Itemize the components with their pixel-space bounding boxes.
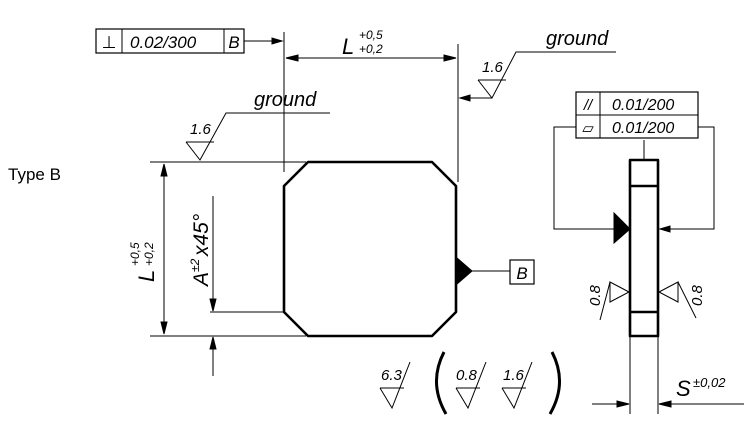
type-label: Type B <box>8 165 61 184</box>
leader-arrow-right-icon <box>658 225 671 233</box>
thickness-dimension: S ±0,02 <box>592 375 744 408</box>
datum-b-marker: B <box>456 256 535 286</box>
thickness-tol: ±0,02 <box>693 375 726 390</box>
fcf-tolerance: 0.02/300 <box>130 33 197 52</box>
perpendicularity-icon: ⊥ <box>102 33 117 52</box>
dim-arrow-left-icon <box>285 54 299 62</box>
left-parenthesis <box>434 351 448 415</box>
surface-finish-top: 1.6 ground <box>477 28 616 99</box>
datum-flag-icon <box>613 211 631 245</box>
parallelism-icon: // <box>583 97 594 114</box>
left-length-dimension: L +0,5 +0,2 <box>128 161 306 337</box>
chamfer-dimension: A ±2 x45° <box>188 196 284 376</box>
thickness-arrow-right-icon <box>616 400 630 408</box>
chamfer-tol: ±2 <box>188 258 202 272</box>
general-surface-finish: 6.3 0.8 1.6 <box>379 351 562 415</box>
flatness-icon: ▱ <box>582 120 594 137</box>
top-feature-control-frame: ⊥ 0.02/300 B <box>95 28 284 54</box>
thickness-base: S <box>676 376 691 401</box>
chamfer-arrow-up-icon <box>209 336 217 350</box>
svg-text:0.8: 0.8 <box>689 284 706 306</box>
finish-inner2: 1.6 <box>501 361 533 410</box>
dim-top-base: L <box>342 34 354 59</box>
finish-side-right: 0.8 <box>657 281 706 319</box>
datum-triangle-icon <box>456 256 473 286</box>
svg-text:0.8: 0.8 <box>456 367 478 384</box>
side-view: // 0.01/200 ▱ 0.01/200 0.8 <box>553 91 744 414</box>
finish-top-value: 1.6 <box>482 59 504 76</box>
fcf-border <box>95 28 245 54</box>
dim-left-base: L <box>134 270 159 282</box>
right-feature-control-frame: // 0.01/200 ▱ 0.01/200 <box>575 91 699 139</box>
dim-top-lower: +0,2 <box>359 42 383 56</box>
dim-left-lower: +0,2 <box>142 242 156 266</box>
right-parenthesis <box>548 351 562 415</box>
dim-arrow-right-icon <box>443 54 457 62</box>
finish-left-note: ground <box>254 89 317 111</box>
dim-arrow-down-icon <box>160 321 168 335</box>
svg-text:6.3: 6.3 <box>381 367 403 384</box>
top-length-dimension: L +0,5 +0,2 <box>283 28 492 182</box>
witness-arrow-icon <box>458 94 471 102</box>
dim-left-upper: +0,5 <box>128 242 142 266</box>
chamfer-arrow-down-icon <box>209 298 217 312</box>
finish-inner1: 0.8 <box>455 361 487 410</box>
finish-main: 6.3 <box>379 361 411 410</box>
datum-label: B <box>516 264 527 283</box>
chamfer-base: A <box>190 272 213 288</box>
svg-text:0.8: 0.8 <box>587 284 604 306</box>
fcf-row1-tolerance: 0.01/200 <box>612 97 674 114</box>
thickness-arrow-left-icon <box>658 400 672 408</box>
leader-arrow-icon <box>271 37 284 45</box>
svg-text:1.6: 1.6 <box>503 367 525 384</box>
fcf-row2-tolerance: 0.01/200 <box>612 120 674 137</box>
dim-top-upper: +0,5 <box>359 28 383 42</box>
chamfer-suffix: x45° <box>190 214 213 257</box>
finish-left-value: 1.6 <box>190 121 212 138</box>
finish-top-note: ground <box>546 28 609 50</box>
finish-side-left: 0.8 <box>587 281 631 321</box>
dim-arrow-up-icon <box>160 163 168 177</box>
fcf-datum: B <box>228 33 239 52</box>
part-octagon <box>282 160 458 338</box>
surface-finish-left: 1.6 ground <box>185 89 330 161</box>
